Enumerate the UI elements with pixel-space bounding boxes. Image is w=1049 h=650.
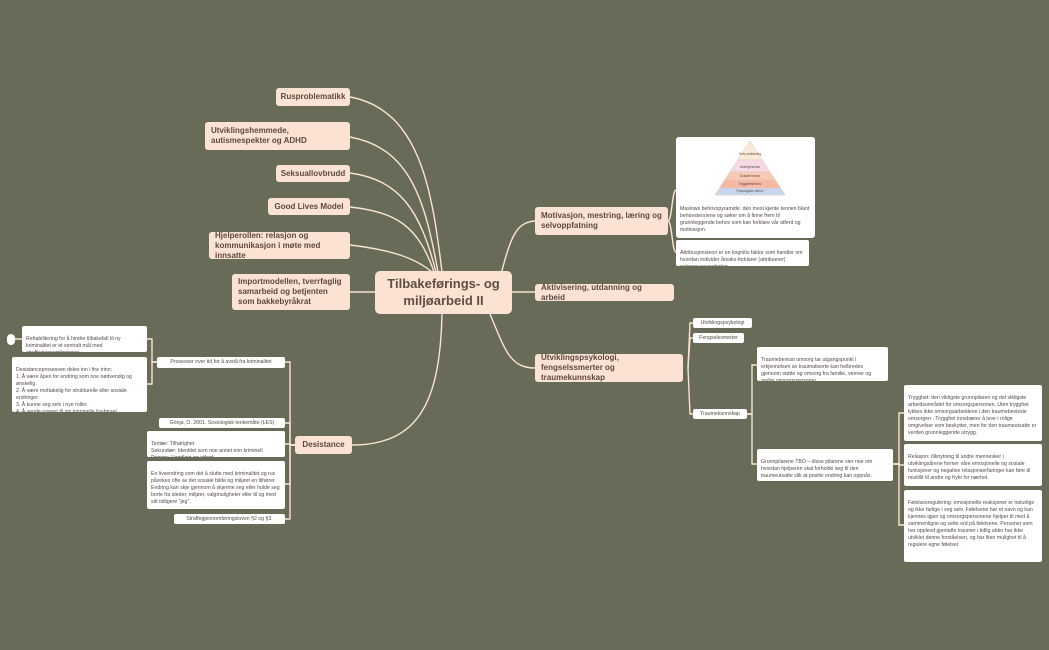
branch-label: Seksuallovbrudd <box>280 168 346 178</box>
desistance-livsendring[interactable]: En livsendring som det å slutte med krim… <box>147 461 285 509</box>
pilar-folelsesregulering[interactable]: Følelsesregulering: emosjonelle reaksjon… <box>904 490 1042 562</box>
pilar-relasjon[interactable]: Relasjon: tilknytning til andre menneske… <box>904 444 1042 486</box>
branch-hjelperollen[interactable]: Hjelperollen: relasjon og kommunikasjon … <box>209 230 350 260</box>
branch-good-lives-model[interactable]: Good Lives Model <box>268 198 350 215</box>
leaf-text: Straffegjennomføringsloven §2 og §3. <box>186 516 273 522</box>
leaf-text: Prosesser over tid for å avstå fra krimi… <box>170 359 272 365</box>
branch-label: Desistance <box>302 440 345 449</box>
desistance-fire-trinn[interactable]: Desistanceprosessen deles inn i fire tri… <box>12 357 147 412</box>
maslow-level-2: Sosiale behov <box>740 174 760 178</box>
branch-label: Motivasjon, mestring, læring og selvoppf… <box>541 211 662 230</box>
branch-motivasjon[interactable]: Motivasjon, mestring, læring og selvoppf… <box>535 207 668 235</box>
leaf-text: Utviklingspsykologi <box>700 320 745 326</box>
branch-rusproblematikk[interactable]: Rusproblematikk <box>276 88 350 106</box>
desistance-tilhorighet[interactable]: Tertiær: Tilhørighet Sekundær: Identitet… <box>147 431 285 457</box>
maslow-level-3: Trygghetsbehov <box>739 182 762 186</box>
maslow-level-1: Anerkjennelse <box>740 165 760 169</box>
leaf-text: Relasjon: tilknytning til andre menneske… <box>908 454 1031 482</box>
branch-aktivisering[interactable]: Aktivisering, utdanning og arbeid <box>535 282 674 302</box>
branch-label: Utviklingspsykologi, fengselssmerter og … <box>541 353 619 382</box>
branch-seksuallovbrudd[interactable]: Seksuallovbrudd <box>276 165 350 182</box>
leaf-text: Trygghet: den viktigste grunnpilaren og … <box>908 395 1037 437</box>
collapse-toggle-icon[interactable] <box>7 334 15 345</box>
branch-label: Good Lives Model <box>274 201 344 211</box>
leaf-text: Tertiær: Tilhørighet Sekundær: Identitet… <box>151 441 263 457</box>
maslow-caption: Maslows behovspyramide: den mest kjente … <box>680 206 810 234</box>
branch-label: Importmodellen, tverrfaglig samarbeid og… <box>238 277 342 306</box>
desistance-rehabilitering[interactable]: Rehabilitering for å hindre tilbakefall … <box>22 326 147 352</box>
branch-label: Aktivisering, utdanning og arbeid <box>541 282 642 302</box>
traume-omsorg[interactable]: Traumebevisst omsorg tar utgangspunkt i … <box>757 347 888 381</box>
leaf-text: Attribusjonsteori er en kognitiv faktor … <box>680 250 803 266</box>
leaf-text: Grunnpilarene TBO – disse pilarene sier … <box>761 459 873 480</box>
central-topic-title: Tilbakeførings- og miljøarbeid II <box>387 275 500 308</box>
central-topic[interactable]: Tilbakeførings- og miljøarbeid II <box>375 271 512 314</box>
maslow-band <box>714 187 786 196</box>
branch-label: Utviklingshemmede, autismespekter og ADH… <box>211 126 307 145</box>
motivasjon-attribusjonsteori[interactable]: Attribusjonsteori er en kognitiv faktor … <box>676 240 809 266</box>
leaf-text: Desistanceprosessen deles inn i fire tri… <box>16 367 132 412</box>
node-fengselssmerter[interactable]: Fengselssmerter <box>693 333 744 343</box>
maslow-card[interactable]: Selv-realisering Anerkjennelse Sosiale b… <box>676 137 815 238</box>
maslow-level-0: Selv-realisering <box>739 152 761 156</box>
branch-importmodellen[interactable]: Importmodellen, tverrfaglig samarbeid og… <box>232 274 350 310</box>
maslow-level-4: Fysiologiske behov <box>736 189 764 193</box>
branch-utviklingshemmede[interactable]: Utviklingshemmede, autismespekter og ADH… <box>205 122 350 150</box>
node-traumekunnskap[interactable]: Traumekunnskap <box>693 409 747 419</box>
leaf-text: Traumebevisst omsorg tar utgangspunkt i … <box>761 357 872 381</box>
leaf-text: Rehabilitering for å hindre tilbakefall … <box>26 336 121 352</box>
leaf-text: Gönja, O. 2001. Sosiologisk tenkemåte (L… <box>169 420 275 426</box>
maslow-pyramid-image: Selv-realisering Anerkjennelse Sosiale b… <box>676 137 815 201</box>
pilar-trygghet[interactable]: Trygghet: den viktigste grunnpilaren og … <box>904 385 1042 441</box>
traume-grunnpilarene[interactable]: Grunnpilarene TBO – disse pilarene sier … <box>757 449 893 481</box>
node-utviklingspsykologi[interactable]: Utviklingspsykologi <box>693 318 752 328</box>
leaf-text: Følelsesregulering: emosjonelle reaksjon… <box>908 500 1035 549</box>
leaf-text: En livsendring som det å slutte med krim… <box>151 471 280 506</box>
branch-label: Hjelperollen: relasjon og kommunikasjon … <box>215 230 321 260</box>
desistance-gonja[interactable]: Gönja, O. 2001. Sosiologisk tenkemåte (L… <box>159 418 285 428</box>
leaf-text: Traumekunnskap <box>700 411 740 417</box>
desistance-prosesser[interactable]: Prosesser over tid for å avstå fra krimi… <box>157 357 285 368</box>
branch-label: Rusproblematikk <box>280 92 346 101</box>
desistance-straffegjennomforingsloven[interactable]: Straffegjennomføringsloven §2 og §3. <box>174 514 285 524</box>
branch-desistance[interactable]: Desistance <box>295 436 352 454</box>
branch-utviklingspsykologi[interactable]: Utviklingspsykologi, fengselssmerter og … <box>535 353 683 382</box>
leaf-text: Fengselssmerter <box>699 335 738 341</box>
